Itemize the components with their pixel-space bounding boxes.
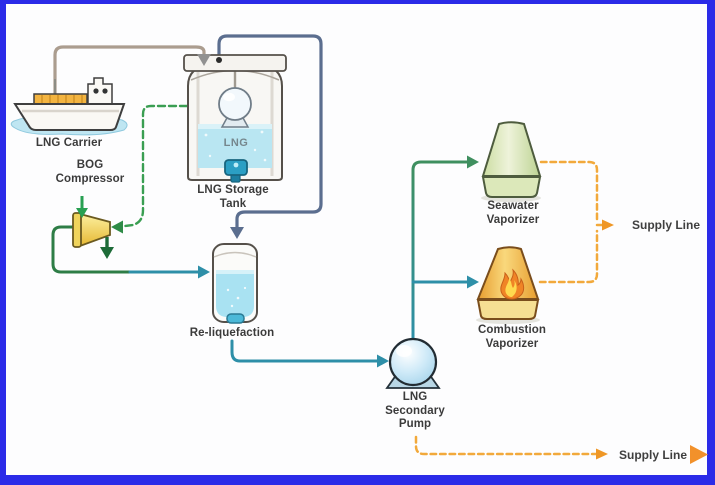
arrow-compressor-down	[100, 247, 114, 259]
re-liquefaction-label: Re-liquefaction	[189, 327, 275, 339]
vessel-liquid-surface	[216, 270, 254, 274]
tank-valve-knob	[233, 162, 239, 168]
pipe-supply-bracket-top	[539, 160, 599, 221]
tank-top-band	[183, 54, 287, 72]
porthole	[102, 88, 108, 94]
arrow-into-compressor-top	[76, 208, 88, 218]
arrow-supply-bottom	[596, 448, 608, 460]
bog-compressor-illustration	[72, 212, 111, 248]
tank-content-label: LNG	[223, 137, 249, 149]
seawater-base	[481, 176, 542, 198]
pipe-reliq-to-pump	[230, 339, 379, 363]
bog-compressor-label: BOG Compressor	[55, 159, 125, 185]
inner-pump-sphere	[218, 87, 252, 121]
hull	[13, 103, 126, 131]
vessel-valve	[226, 313, 245, 324]
pipe-carrier-to-tank	[53, 45, 206, 98]
arrow-bog-into-compressor	[111, 220, 123, 234]
combustion-vaporizer-label: Combustion Vaporizer	[477, 324, 547, 350]
arrow-tank-to-reliq	[230, 227, 244, 239]
lng-carrier-label: LNG Carrier	[35, 137, 103, 149]
supply-line-bottom-label: Supply Line	[619, 448, 688, 462]
vessel-liquid	[216, 270, 254, 317]
pipe-pump-supply-bottom	[414, 435, 598, 456]
arrow-into-pump	[377, 354, 389, 368]
pipe-supply-bracket-bottom	[538, 229, 599, 284]
arrow-into-combustion	[467, 275, 479, 289]
arrow-into-seawater	[467, 155, 479, 169]
sphere-highlight	[223, 92, 235, 102]
vessel-cap-line	[213, 251, 257, 258]
combustion-base	[476, 299, 540, 320]
lng-secondary-pump-label: LNG Secondary Pump	[385, 391, 445, 430]
pipe-bog-dashed	[123, 104, 189, 228]
supply-direction-glyph	[690, 445, 708, 464]
diagram-background	[6, 4, 707, 475]
pump-sphere	[388, 337, 438, 387]
seawater-cone	[481, 121, 542, 177]
lng-carrier-illustration	[10, 77, 128, 136]
lng-storage-tank-label: LNG Storage Tank	[197, 184, 269, 210]
pump-highlight	[396, 345, 412, 357]
combustion-vaporizer-illustration	[476, 246, 540, 324]
tank-bubbles	[204, 130, 267, 162]
superstructure	[87, 77, 113, 106]
compressor-inlet-cap	[72, 212, 82, 248]
arrow-into-reliq-side	[198, 265, 210, 279]
cargo-hatches	[41, 95, 83, 104]
lng-secondary-pump-illustration	[385, 337, 441, 389]
pipe-pump-riser	[411, 160, 469, 342]
porthole	[93, 88, 99, 94]
lng-storage-tank-illustration	[183, 54, 287, 183]
tank-valve	[224, 159, 248, 176]
re-liquefaction-illustration	[212, 243, 258, 324]
vessel-bubbles	[226, 286, 247, 308]
pipe-junction-dot	[216, 57, 222, 63]
seawater-vaporizer-label: Seawater Vaporizer	[486, 200, 540, 226]
pipes-layer	[51, 34, 604, 456]
seawater-vaporizer-illustration	[481, 121, 542, 202]
pipe-tank-vapor-loop	[217, 34, 323, 230]
arrow-carrier-to-tank	[197, 54, 211, 66]
flame-inner	[505, 278, 517, 297]
pipe-compressor-out-green	[51, 225, 132, 274]
supply-line-top-label: Supply Line	[632, 218, 701, 232]
arrow-supply-top	[602, 219, 614, 231]
arrows-layer	[76, 54, 708, 464]
